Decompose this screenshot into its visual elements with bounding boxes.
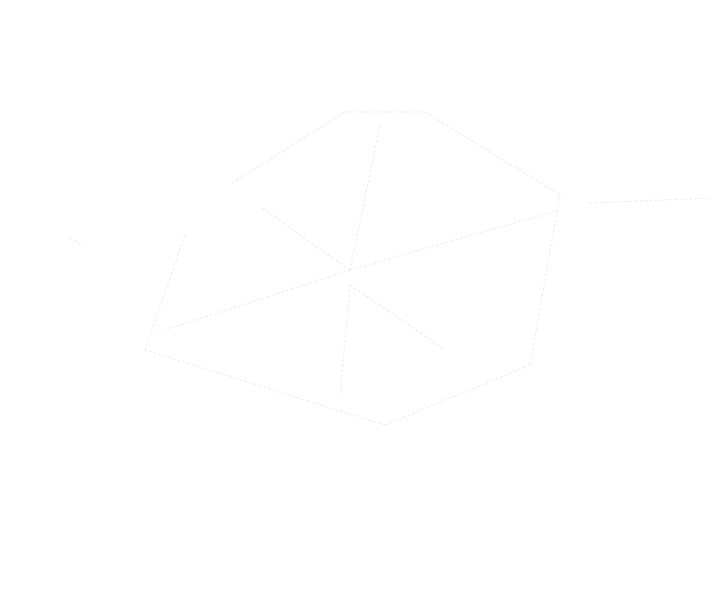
edge-left-vertex-to-top-left — [144, 234, 186, 351]
edge-right-vertex-to-right-tip — [589, 197, 711, 204]
edge-center-to-upper-left-spoke — [261, 207, 351, 271]
edge-center-to-lower-right-spoke — [349, 284, 446, 351]
edge-center-to-right-vertex — [349, 209, 561, 271]
edge-left-edge-stub — [69, 237, 83, 246]
edge-top-left-to-top-center — [231, 111, 346, 184]
diagram-edges — [69, 111, 711, 426]
edge-center-to-top-spoke — [349, 124, 381, 271]
edge-right-vertex-to-bottom-right — [529, 194, 561, 366]
edge-center-to-left-vertex — [164, 269, 351, 331]
edge-bottom-right-to-bottom-center — [384, 364, 531, 426]
edge-bottom-center-to-left-vertex — [144, 349, 386, 426]
edge-top-right-to-right-vertex — [424, 111, 561, 196]
edge-center-to-bottom-spoke — [339, 284, 351, 396]
